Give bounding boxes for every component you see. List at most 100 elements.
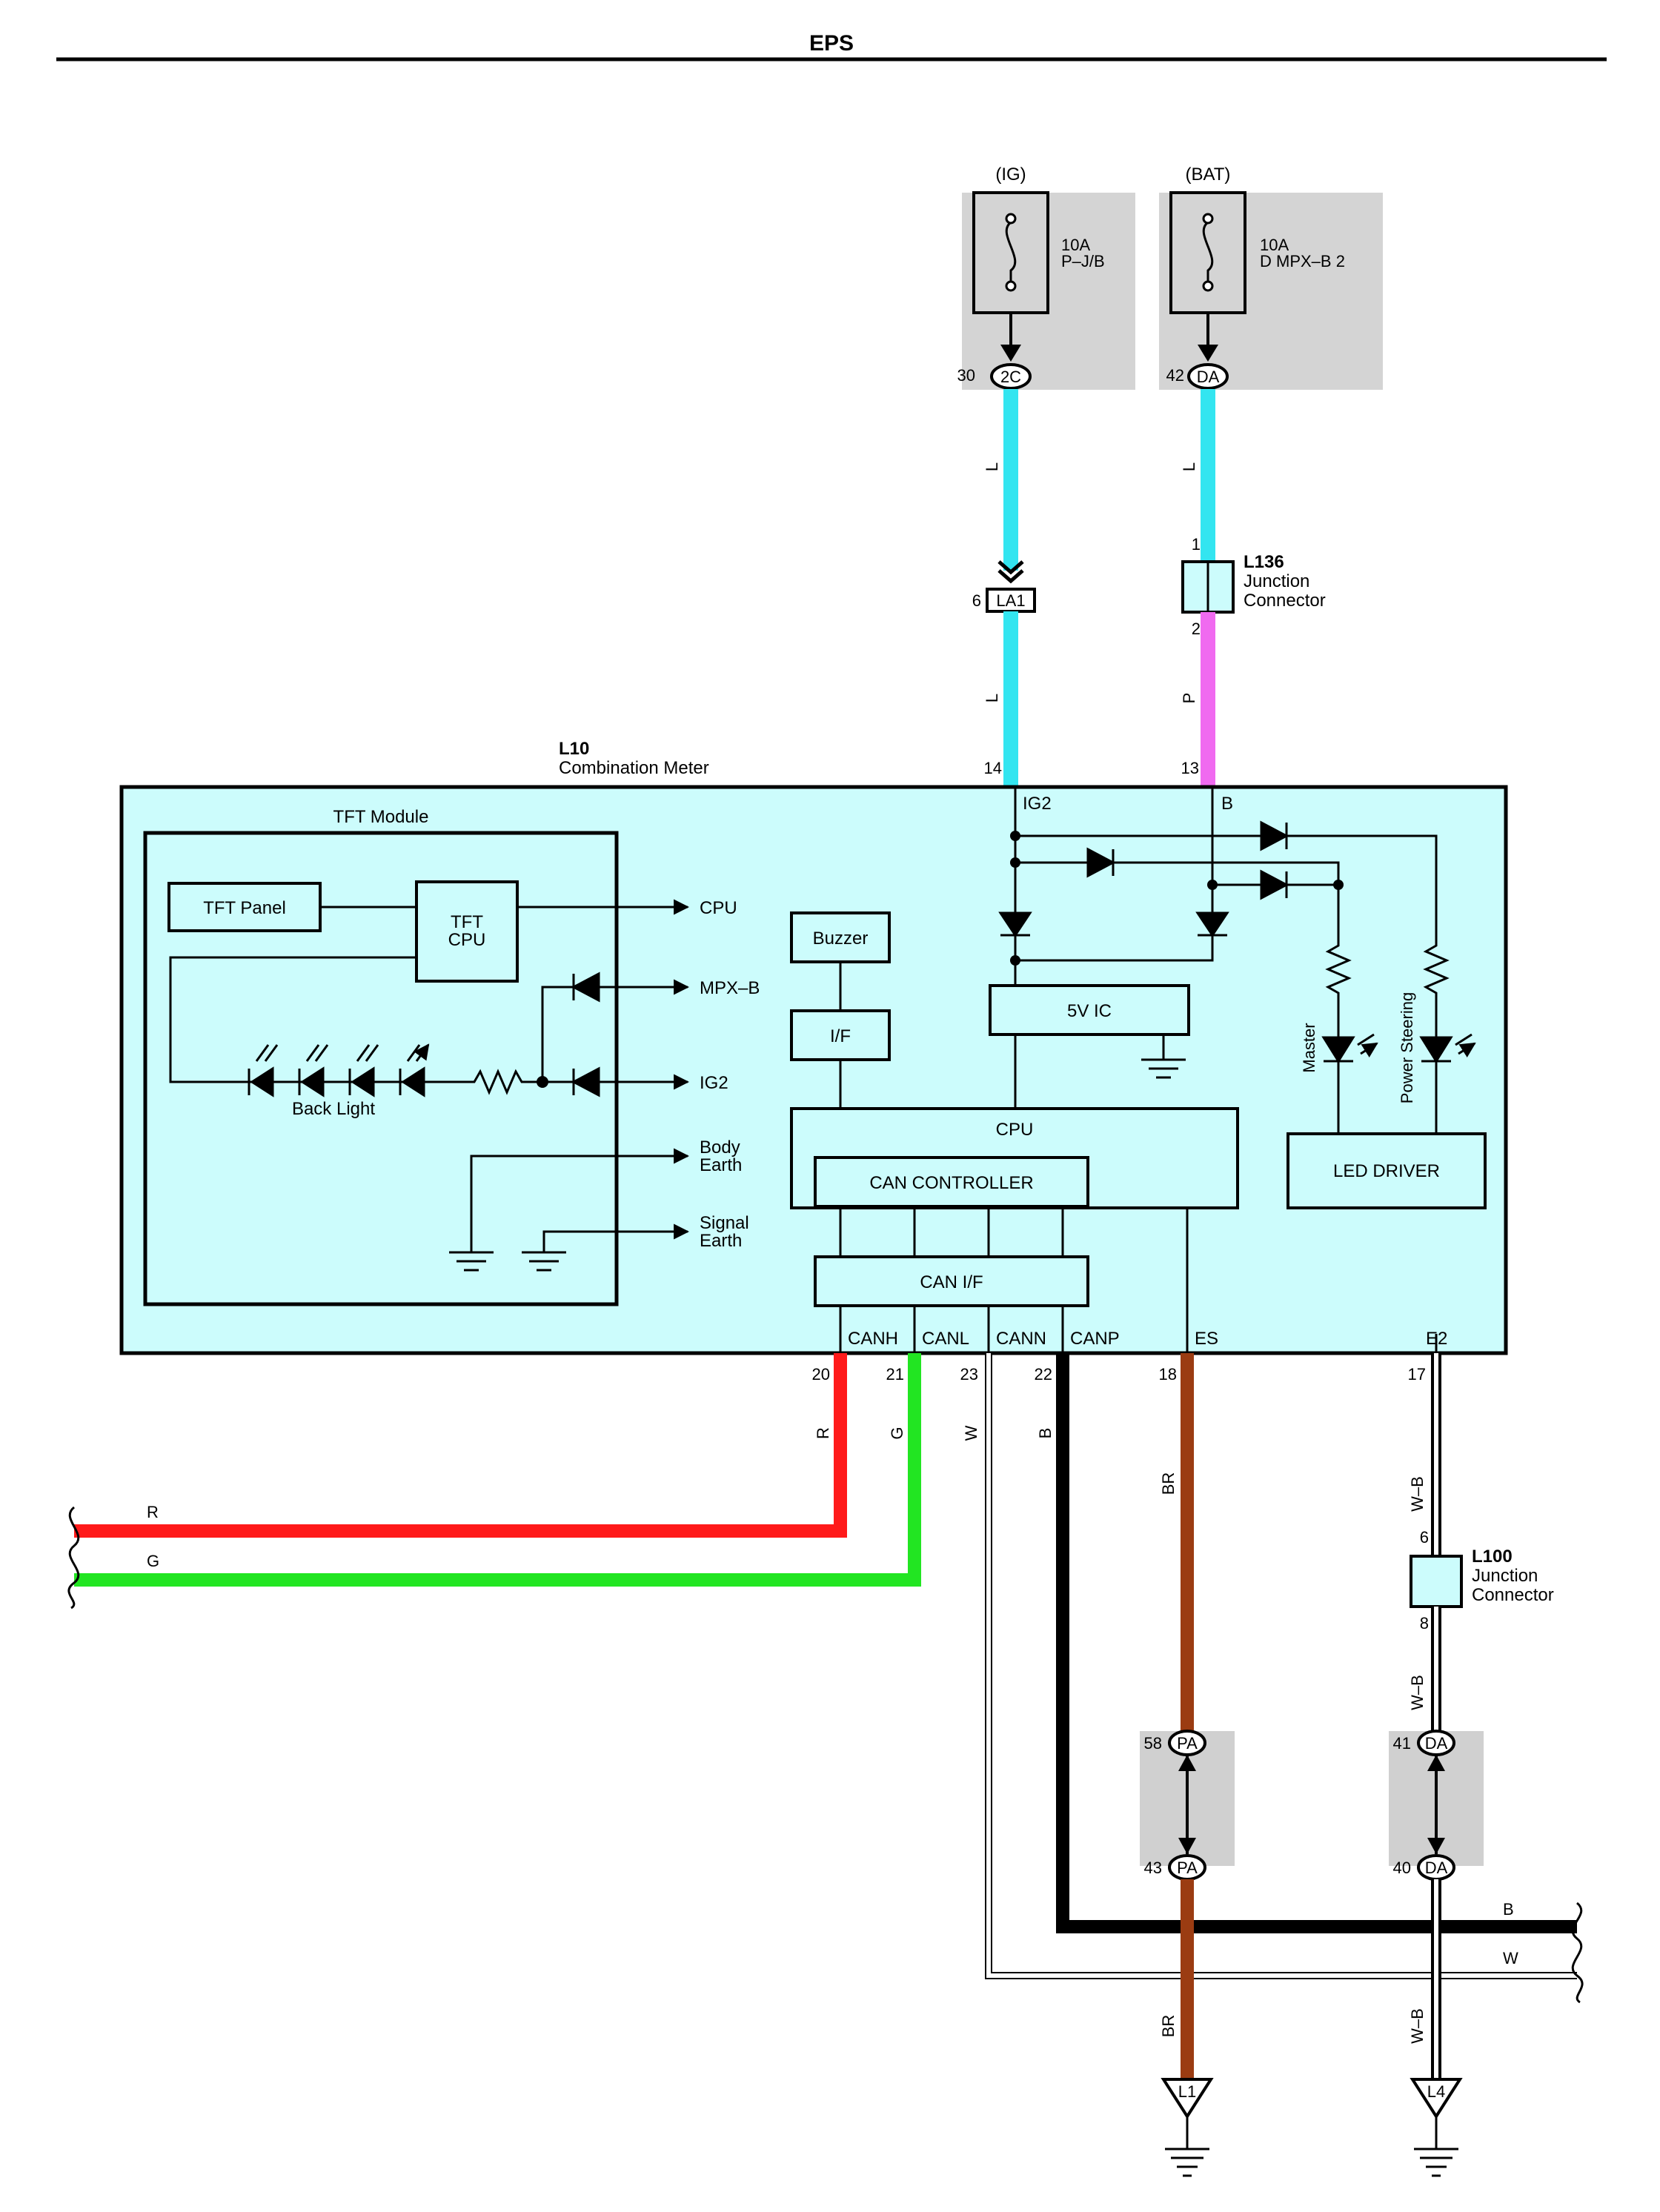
wire-es-lower-label: BR [1159, 2015, 1178, 2038]
fuse-bat-arrow-icon [1198, 345, 1218, 362]
joint-da-arrow-down-icon [1427, 1838, 1445, 1854]
signal-earth-line2: Earth [700, 1231, 742, 1251]
wire-cann [985, 1353, 1577, 1979]
fuse-bat-element [1202, 215, 1214, 285]
joint-pa-bottom-pin: 43 [1144, 1859, 1162, 1877]
la1-pin: 6 [972, 591, 981, 610]
wire-canp-label: B [1036, 1428, 1055, 1439]
joint-da-arrow-up-icon [1427, 1755, 1445, 1771]
body-earth-line2: Earth [700, 1155, 742, 1175]
joint-pa-top-pin: 58 [1144, 1734, 1162, 1753]
tft-module-title: TFT Module [333, 807, 429, 827]
tft-panel-label: TFT Panel [203, 898, 286, 918]
led-driver-label: LED DRIVER [1333, 1161, 1440, 1181]
fuse-bat-shade [1159, 193, 1383, 390]
ground-l1: L1 [1161, 2078, 1214, 2177]
fuse-ig: (IG) 10A P–J/B 30 2C [957, 165, 1135, 390]
fuse-ig-name: P–J/B [1061, 252, 1105, 270]
can-if-label: CAN I/F [920, 1272, 983, 1292]
wire-right-w-label: W [1503, 1949, 1518, 1967]
signal-earth-line1: Signal [700, 1213, 749, 1233]
fuse-ig-pin: 30 [957, 366, 975, 385]
ground-l4-triangle-icon [1410, 2078, 1463, 2119]
ground-5vic-icon [1141, 1034, 1186, 1079]
joint-da-bottom-label: DA [1425, 1859, 1448, 1877]
joint-pa-arrow-down-icon [1178, 1838, 1196, 1854]
buzzer-label: Buzzer [813, 929, 869, 949]
l10-id: L10 [559, 739, 589, 759]
main-cpu-label: CPU [996, 1120, 1034, 1140]
wire-left-g-label: G [147, 1552, 159, 1570]
l136-line1: Junction [1244, 571, 1309, 591]
wire-break-right-icon [1571, 1902, 1584, 2004]
pin-canp-label: CANP [1070, 1329, 1120, 1349]
ground-l1-icon [1165, 2116, 1209, 2177]
ground-l4: L4 [1410, 2078, 1463, 2177]
backlight-label: Back Light [292, 1099, 375, 1119]
connector-da-fuse [1187, 363, 1229, 390]
wire-ig-upper-label: L [983, 462, 1001, 471]
fuse-ig-group: (IG) [995, 165, 1026, 185]
can-if [814, 1255, 1089, 1307]
joint-da-top-pin: 41 [1393, 1734, 1411, 1753]
joint-pa-top-label: PA [1177, 1734, 1198, 1753]
wire-canh [74, 1353, 847, 1538]
fuse-ig-rating: 10A [1061, 236, 1090, 254]
backlight-led-icon [399, 1066, 425, 1097]
ic-5v-label: 5V IC [1067, 1001, 1112, 1021]
pin-18: 18 [1159, 1365, 1177, 1384]
l100-pin-top: 6 [1420, 1528, 1429, 1547]
wire-break-left-icon [67, 1506, 80, 1610]
l136-id: L136 [1244, 552, 1284, 572]
power-steering-label: Power Steering [1398, 992, 1416, 1103]
backlight-led-icon [348, 1066, 375, 1097]
ground-signal-icon [522, 1251, 566, 1272]
la1-chevron-icon [997, 560, 1024, 584]
ground-l4-label: L4 [1427, 2082, 1445, 2101]
fuse-bat-name: D MPX–B 2 [1260, 252, 1345, 270]
wire-left-r-label: R [147, 1503, 159, 1521]
page-title: EPS [809, 31, 854, 56]
wire-e2-lower-label: W–B [1408, 2008, 1427, 2044]
l136-pin-bottom: 2 [1192, 620, 1201, 638]
wire-e2-upper-label: W–B [1408, 1476, 1427, 1512]
led-driver [1286, 1132, 1487, 1209]
pin-canh-label: CANH [848, 1329, 898, 1349]
l136-pin-top: 1 [1192, 535, 1201, 554]
ground-body-icon [449, 1251, 494, 1272]
tft-module: TFT Module TFT Panel TFT CPU CPU Back Li… [143, 807, 760, 1306]
wire-cann-label: W [962, 1425, 980, 1441]
can-controller [814, 1156, 1089, 1208]
fuse-bat-group: (BAT) [1186, 165, 1231, 185]
l136-line2: Connector [1244, 591, 1326, 611]
pin-17: 17 [1408, 1365, 1426, 1384]
joint-da-top-label: DA [1425, 1734, 1448, 1753]
fuse-ig-element [1005, 215, 1017, 285]
tft-cpu-line2: CPU [448, 930, 486, 950]
pin-ig2-label: IG2 [1023, 794, 1052, 814]
tft-out-mpxb: MPX–B [700, 978, 760, 998]
connector-2c-label: 2C [1000, 368, 1021, 386]
pin-14: 14 [984, 759, 1002, 777]
connector-da-fuse-label: DA [1197, 368, 1220, 386]
ground-l1-triangle-icon [1161, 2078, 1214, 2119]
l100-connector [1410, 1555, 1463, 1608]
joint-pa-arrow-up-icon [1178, 1755, 1196, 1771]
tft-module-box [143, 831, 619, 1306]
wire-bat-lower-label: P [1180, 693, 1198, 704]
la1-label: LA1 [996, 591, 1025, 610]
pin-23: 23 [960, 1365, 978, 1384]
pin-e2-label: E2 [1426, 1329, 1447, 1349]
l10-name: Combination Meter [559, 758, 709, 778]
pin-21: 21 [886, 1365, 904, 1384]
master-label: Master [1300, 1023, 1318, 1072]
pin-20: 20 [812, 1365, 830, 1384]
resistor-icon [467, 1069, 542, 1095]
fuse-bat-rating: 10A [1260, 236, 1289, 254]
pin-es-label: ES [1195, 1329, 1218, 1349]
tft-out-cpu: CPU [700, 898, 737, 918]
pin-cann-label: CANN [996, 1329, 1046, 1349]
wire-es-label: BR [1159, 1472, 1178, 1495]
tft-cpu-line1: TFT [451, 912, 483, 932]
